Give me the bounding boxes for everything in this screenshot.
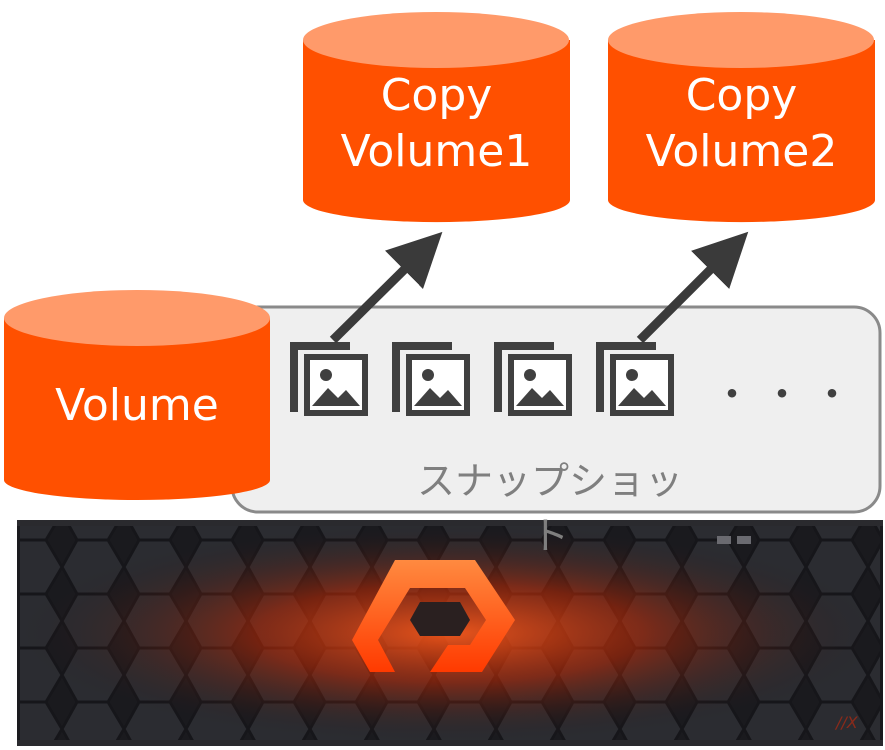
arrow-to-copy-volume2 <box>636 231 749 344</box>
copy-volume2-line2: Volume2 <box>645 126 838 177</box>
snapshot-icon <box>290 342 368 416</box>
volume-cylinder <box>4 290 270 500</box>
storage-array: //X <box>17 520 883 746</box>
copy-volume1-label: Copy Volume1 <box>303 68 570 180</box>
array-model-badge-icon: //X <box>834 713 859 732</box>
volume-label: Volume <box>55 380 219 431</box>
snapshot-icon <box>392 342 470 416</box>
copy-volume2-label: Copy Volume2 <box>608 68 875 180</box>
snapshot-icon <box>596 342 674 416</box>
arrow-to-copy-volume1 <box>329 231 443 344</box>
copy-volume1-line1: Copy <box>380 70 493 121</box>
snapshot-label: スナップショット <box>416 459 683 558</box>
pure-storage-logo-icon <box>352 560 515 672</box>
copy-volume2-line1: Copy <box>685 70 798 121</box>
more-snapshots-ellipsis: ・・・ <box>712 372 862 418</box>
snapshot-icon <box>494 342 572 416</box>
copy-volume1-cylinder <box>303 12 570 223</box>
copy-volume1-line2: Volume1 <box>340 126 533 177</box>
copy-volume2-cylinder <box>608 12 875 223</box>
